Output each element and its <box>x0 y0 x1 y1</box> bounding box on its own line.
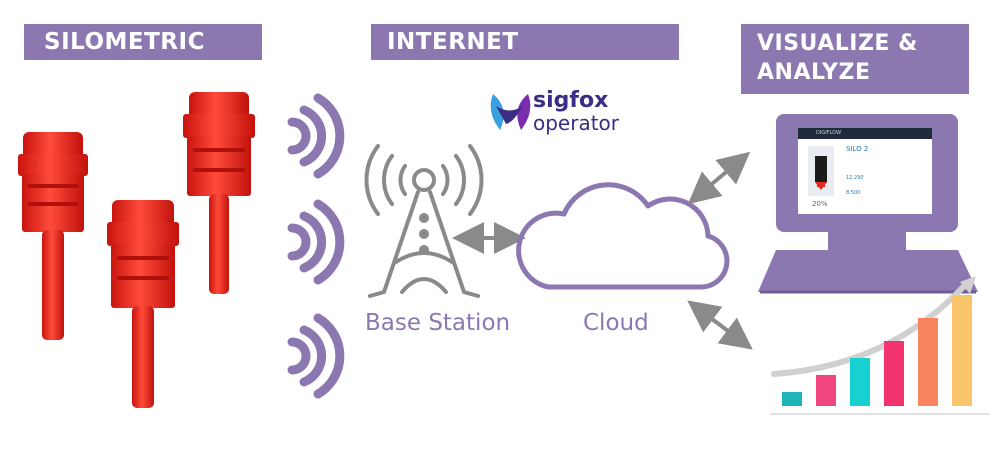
wireless-wave-icon <box>287 93 345 179</box>
banner-internet: INTERNET <box>371 24 679 60</box>
cloud-label: Cloud <box>583 310 649 336</box>
sensor-icon <box>107 200 179 408</box>
screen-value-2: 8.500 <box>846 190 861 196</box>
growth-arrowhead-icon <box>960 276 976 294</box>
antenna-tower-dots <box>419 213 429 255</box>
sigfox-operator-logo: sigfox operator <box>533 88 620 135</box>
banner-silometric: SILOMETRIC <box>24 24 262 60</box>
banner-visualize-text: VISUALIZE & ANALYZE <box>757 31 918 85</box>
bar-4 <box>884 341 904 406</box>
screen-header: DIGIFLOW <box>798 128 932 139</box>
bar-2 <box>816 375 836 406</box>
wireless-wave-icon <box>287 313 345 399</box>
cloud-icon <box>516 182 730 290</box>
bar-5 <box>918 318 938 406</box>
sensor-icon <box>18 132 88 340</box>
screen-percent: 20% <box>812 200 828 208</box>
banner-silometric-text: SILOMETRIC <box>44 29 205 55</box>
sigfox-sub-text: operator <box>533 111 620 135</box>
screen-silo-name: SILO 2 <box>846 145 869 153</box>
base-station-label: Base Station <box>365 310 511 336</box>
bar-3 <box>850 358 870 406</box>
double-arrow-icon <box>687 151 751 205</box>
double-arrow-icon <box>687 300 753 350</box>
sigfox-logo-icon <box>490 94 531 130</box>
sensor-icon <box>183 92 255 294</box>
bar-1 <box>782 392 802 406</box>
wireless-wave-icon <box>287 199 345 285</box>
banner-visualize: VISUALIZE & ANALYZE <box>741 24 969 94</box>
screen-silo-tank-icon <box>808 146 834 196</box>
bar-6 <box>952 295 972 406</box>
screen-value-1: 12.290 <box>846 175 864 181</box>
bar-chart-icon <box>782 295 972 406</box>
sigfox-brand-text: sigfox <box>533 88 609 113</box>
banner-internet-text: INTERNET <box>387 29 519 55</box>
monitor-screen: DIGIFLOW SILO 2 12.290 8.500 20% <box>798 128 932 214</box>
growth-curve-icon <box>771 281 969 377</box>
antenna-tower-icon <box>364 144 484 298</box>
